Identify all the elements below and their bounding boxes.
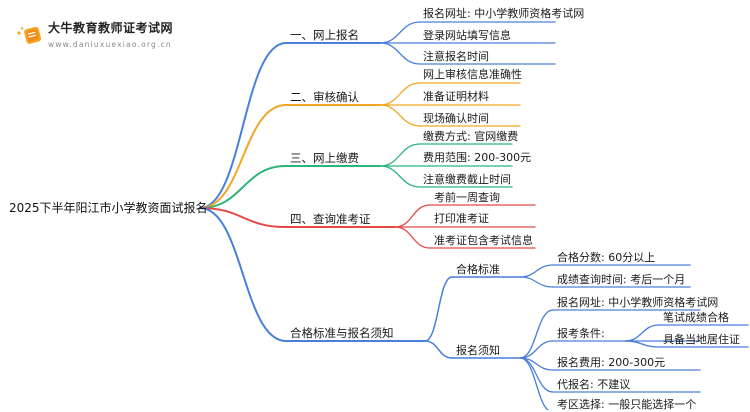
node-section-admission-ticket: 四、查询准考证	[290, 212, 371, 226]
node-group-registration-notes: 报名须知	[456, 344, 500, 357]
connector-line	[624, 340, 660, 348]
connector-line	[199, 104, 287, 209]
leaf-node: 成绩查询时间: 考后一个月	[557, 273, 686, 286]
connector-line	[199, 207, 287, 228]
leaf-node: 代报名: 不建议	[557, 378, 631, 391]
brand-name: 大牛教育教师证考试网	[48, 21, 174, 35]
leaf-node: 缴费方式: 官网缴费	[423, 130, 519, 143]
leaf-node: 笔试成绩合格	[663, 311, 729, 324]
leaf-node: 打印准考证	[434, 212, 489, 225]
leaf-node: 考前一周查询	[434, 191, 500, 204]
connector-line	[424, 340, 453, 359]
node-group-pass-standard: 合格标准	[456, 263, 500, 276]
connector-line	[394, 204, 431, 228]
connector-line	[624, 324, 660, 342]
connector-line	[379, 42, 421, 65]
connector-line	[199, 42, 287, 209]
node-section-standards-notes: 合格标准与报名须知	[290, 326, 394, 340]
leaf-node: 报名费用: 200-300元	[557, 356, 666, 369]
connector-line	[379, 143, 421, 167]
leaf-node: 具备当地居住证	[663, 333, 740, 346]
leaf-node: 注意缴费截止时间	[423, 173, 511, 186]
connector-line	[519, 276, 554, 288]
mindmap-root: 2025下半年阳江市小学教资面试报名	[9, 201, 208, 215]
book-logo-icon	[17, 26, 42, 44]
connector-line	[379, 82, 421, 106]
leaf-node: 报名网址: 中小学教师资格考试网	[557, 296, 719, 309]
connector-line	[394, 226, 431, 249]
connector-line	[519, 264, 554, 278]
leaf-node: 考区选择: 一般只能选择一个	[557, 398, 697, 411]
leaf-node: 准考证包含考试信息	[434, 234, 533, 247]
leaf-node: 费用范围: 200-300元	[423, 151, 532, 164]
leaf-node: 网上审核信息准确性	[423, 68, 522, 81]
connector-line	[199, 207, 287, 342]
leaf-node: 报名网址: 中小学教师资格考试网	[423, 7, 585, 20]
leaf-node: 合格分数: 60分以上	[557, 251, 656, 264]
leaf-node: 注意报名时间	[423, 50, 489, 63]
connector-line	[199, 165, 287, 209]
connector-line	[379, 104, 421, 127]
leaf-node: 准备证明材料	[423, 90, 489, 103]
connector-line	[424, 276, 453, 342]
node-section-review: 二、审核确认	[290, 90, 359, 104]
connector-line	[379, 165, 421, 188]
node-section-payment: 三、网上缴费	[290, 151, 359, 165]
connector-line	[379, 21, 421, 44]
node-section-online-registration: 一、网上报名	[290, 28, 359, 42]
leaf-node: 现场确认时间	[423, 112, 489, 125]
node-eligibility: 报考条件:	[557, 327, 605, 340]
connector-line	[519, 309, 554, 359]
leaf-node: 登录网站填写信息	[423, 29, 511, 42]
connector-line	[519, 340, 554, 359]
brand-url: www.daniuxuexiao.org.cn	[48, 40, 172, 49]
connector-line	[519, 357, 550, 410]
